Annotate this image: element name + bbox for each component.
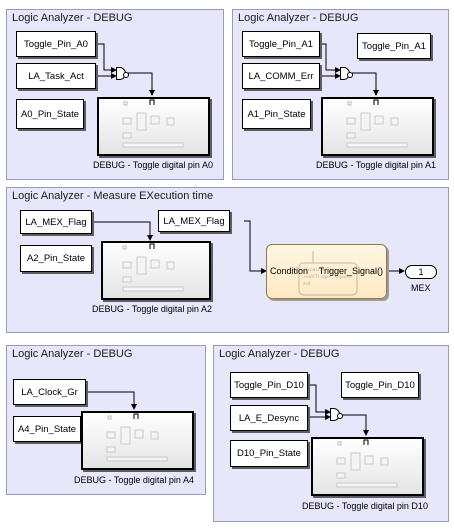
goto-block-toggle-pin-d10[interactable]: Toggle_Pin_D10 <box>341 372 419 398</box>
goto-block-a2-pin-state[interactable]: A2_Pin_State <box>20 245 92 272</box>
goto-block-toggle-pin-a1[interactable]: Toggle_Pin_A1 <box>357 33 431 59</box>
from-block-la-task-act[interactable]: LA_Task_Act <box>16 63 96 89</box>
svg-text:send(Trigger_Signal): send(Trigger_Signal) <box>303 274 351 279</box>
goto-block-a0-pin-state[interactable]: A0_Pin_State <box>16 99 84 129</box>
chart-output-port-label: Trigger_Signal() <box>318 266 383 276</box>
from-block-la-comm-err[interactable]: LA_COMM_Err <box>242 63 320 89</box>
subsystem-label: DEBUG - Toggle digital pin A4 <box>74 475 194 485</box>
goto-block-a1-pin-state[interactable]: A1_Pin_State <box>242 99 311 129</box>
chart-input-port-label: Condition <box>270 266 309 276</box>
subsystem-toggle-pin-a4[interactable] <box>81 411 194 470</box>
chart-preview-icon: [Condition ] send(Trigger_Signal) end <box>298 251 358 296</box>
area-title: Logic Analyzer - Measure EXecution time <box>12 190 214 202</box>
subsystem-preview-icon <box>346 99 408 148</box>
subsystem-toggle-pin-d10[interactable] <box>311 437 424 496</box>
goto-block-la-mex-flag[interactable]: LA_MEX_Flag <box>158 210 230 232</box>
subsystem-label: DEBUG - Toggle digital pin A0 <box>93 160 213 170</box>
subsystem-toggle-pin-a1[interactable] <box>321 97 434 156</box>
and-gate[interactable] <box>116 67 129 80</box>
subsystem-label: DEBUG - Toggle digital pin D10 <box>302 501 428 511</box>
subsystem-label: DEBUG - Toggle digital pin A1 <box>316 160 436 170</box>
subsystem-preview-icon <box>122 99 184 148</box>
subsystem-toggle-pin-a2[interactable] <box>101 241 211 300</box>
goto-block-d10-pin-state[interactable]: D10_Pin_State <box>230 440 308 467</box>
from-block-la-e-desync[interactable]: LA_E_Desync <box>230 405 308 431</box>
subsystem-toggle-pin-a0[interactable] <box>97 97 210 156</box>
from-block-la-mex-flag[interactable]: LA_MEX_Flag <box>20 210 92 234</box>
from-block-toggle-pin-a1[interactable]: Toggle_Pin_A1 <box>242 31 320 57</box>
outport-label: MEX <box>411 283 431 293</box>
subsystem-label: DEBUG - Toggle digital pin A2 <box>92 304 212 314</box>
and-gate[interactable] <box>340 67 353 80</box>
svg-text:[Condition ]: [Condition ] <box>303 267 332 272</box>
subsystem-preview-icon <box>106 413 168 462</box>
and-gate[interactable] <box>330 408 343 421</box>
area-title: Logic Analyzer - DEBUG <box>12 348 133 360</box>
goto-block-a4-pin-state[interactable]: A4_Pin_State <box>13 416 81 442</box>
area-title: Logic Analyzer - DEBUG <box>238 12 359 24</box>
from-block-toggle-pin-d10[interactable]: Toggle_Pin_D10 <box>230 372 308 398</box>
area-title: Logic Analyzer - DEBUG <box>219 348 340 360</box>
from-block-la-clock-gr[interactable]: LA_Clock_Gr <box>13 379 86 405</box>
svg-text:end: end <box>303 281 311 286</box>
outport-mex[interactable]: 1 <box>405 265 437 279</box>
stateflow-chart-trigger-signal[interactable]: [Condition ] send(Trigger_Signal) end Co… <box>266 244 387 299</box>
from-block-toggle-pin-a0[interactable]: Toggle_Pin_A0 <box>16 31 96 57</box>
subsystem-preview-icon <box>336 439 398 488</box>
subsystem-preview-icon <box>122 243 184 292</box>
area-title: Logic Analyzer - DEBUG <box>12 12 133 24</box>
